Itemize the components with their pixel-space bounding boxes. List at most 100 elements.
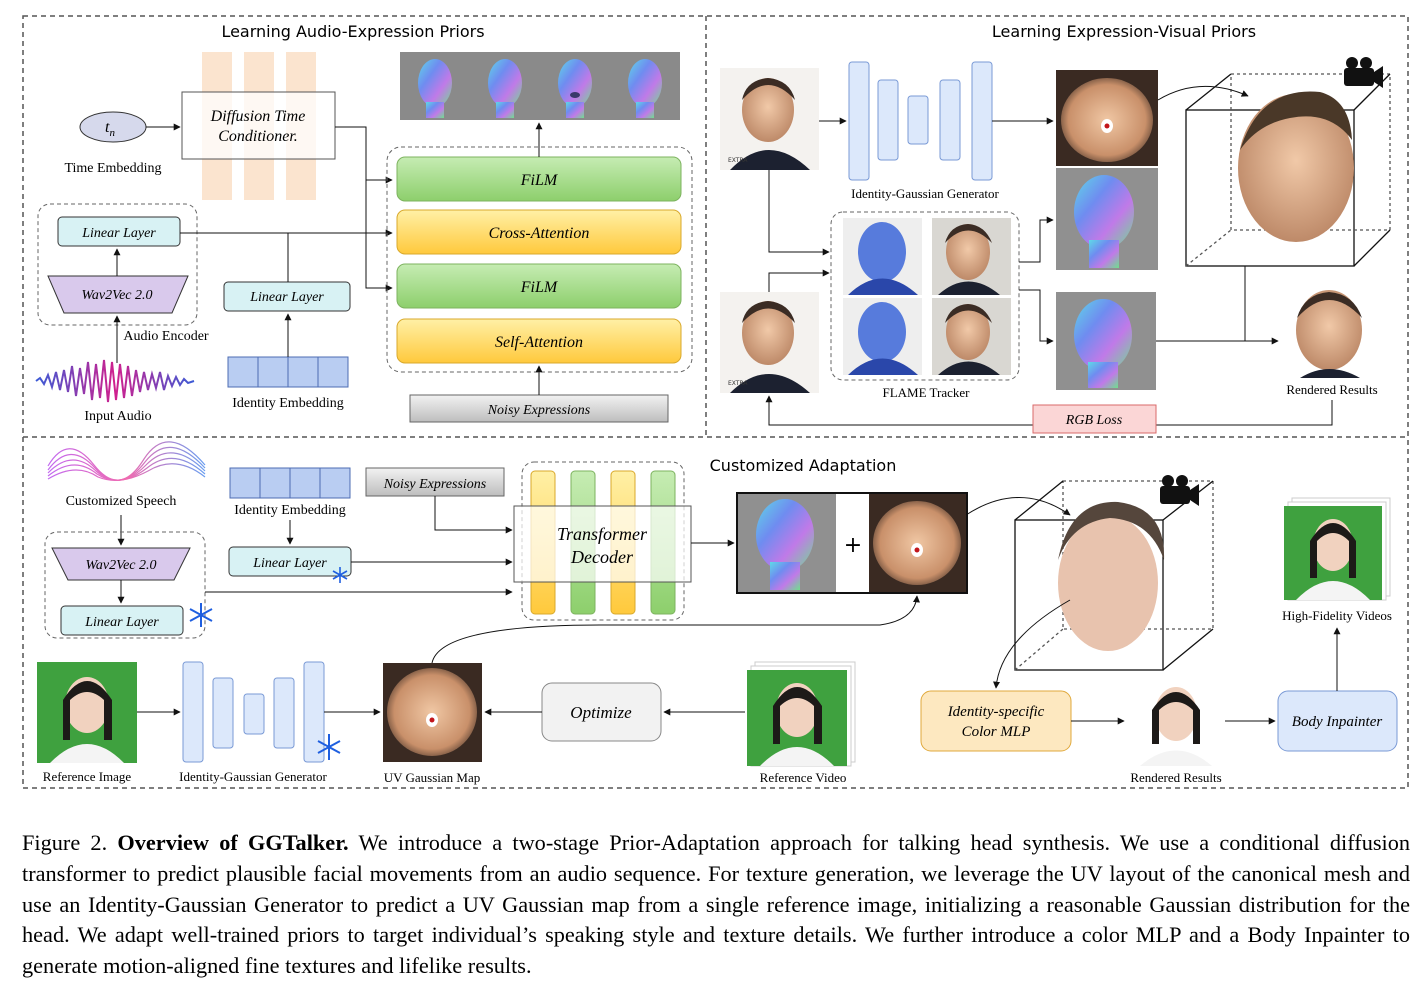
body-inpainter-label: Body Inpainter: [1292, 714, 1383, 730]
figure-caption: Figure 2. Overview of GGTalker. We intro…: [22, 828, 1410, 982]
tracker-frame-2: [932, 218, 1011, 295]
arrow-noisy-to-decoder: [434, 496, 513, 534]
arrow-tracker-to-normal-top: [1019, 216, 1054, 263]
uv-gaussian-map-top: [1056, 70, 1158, 166]
color-mlp-box: [920, 690, 1072, 752]
input-audio-label: Input Audio: [84, 409, 151, 424]
adaptation-linear-label: Linear Layer: [84, 615, 159, 630]
film-block-1-label: FiLM: [520, 172, 559, 189]
decoder-label-line1: Transformer: [557, 524, 648, 544]
arrow-outputs-to-cube: [965, 497, 1071, 516]
overview-figure: Learning Audio-Expression Priors Learnin…: [22, 15, 1409, 789]
rendered-results-label-top: Rendered Results: [1286, 382, 1377, 397]
adaptation-identity-linear-label: Linear Layer: [252, 556, 327, 571]
adaptation-identity-embedding-label: Identity Embedding: [234, 503, 346, 518]
customized-speech-label: Customized Speech: [66, 494, 177, 509]
audio-expression-panel: tn Time Embedding Diffusion Time Conditi…: [35, 52, 693, 424]
tracker-frame-1: [843, 218, 922, 295]
adaptation-encoder-group: [44, 531, 206, 639]
adaptation-uv-map: [869, 494, 966, 592]
adaptation-wav2vec-label: Wav2Vec 2.0: [85, 558, 156, 573]
normal-head-top: [1056, 168, 1158, 270]
normal-head-4: [628, 59, 662, 118]
svg-text:EXTRA: EXTRA: [728, 157, 748, 164]
adaptation-noisy-label: Noisy Expressions: [383, 477, 487, 492]
camera-icon-bottom: [1160, 475, 1199, 506]
high-fidelity-label: High-Fidelity Videos: [1282, 608, 1392, 623]
normal-head-1: [418, 59, 452, 118]
rgb-loss-label: RGB Loss: [1065, 413, 1123, 428]
high-fidelity-videos: [1284, 497, 1391, 601]
identity-embedding-cells: [227, 356, 349, 388]
color-mlp-label-line1: Identity-specific: [947, 704, 1045, 720]
uv-map-label: UV Gaussian Map: [384, 770, 481, 785]
section-title-expression-visual: Learning Expression-Visual Priors: [992, 22, 1256, 41]
audio-encoder-label: Audio Encoder: [123, 329, 208, 344]
arrow-conditioner-to-film2: [365, 180, 393, 292]
identity-embedding-label: Identity Embedding: [232, 396, 344, 411]
section-title-customized: Customized Adaptation: [710, 456, 897, 475]
reference-video: [747, 661, 856, 767]
snowflake-icon: [189, 603, 213, 627]
generator-top-label: Identity-Gaussian Generator: [851, 186, 999, 201]
arrow-uvmap-to-outputs: [431, 595, 920, 664]
adaptation-noisy-box: [365, 467, 505, 497]
identity-gaussian-generator-bottom: [182, 661, 325, 763]
portrait-input-1: EXTRA: [720, 68, 819, 170]
normal-head-2: [488, 59, 522, 118]
arrow-conditioner-to-film1: [335, 126, 393, 184]
film-block-2: [396, 263, 682, 309]
generator-bottom-label: Identity-Gaussian Generator: [179, 769, 327, 784]
self-attention-block: [396, 318, 682, 364]
film-block-2-label: FiLM: [520, 279, 559, 296]
diffusion-time-conditioner: [181, 91, 336, 160]
caption-title: Overview of GGTalker.: [117, 830, 349, 855]
wav2vec-label: Wav2Vec 2.0: [81, 288, 152, 303]
figure-frame: [22, 15, 1409, 789]
tracker-frame-4: [932, 298, 1011, 375]
conditioner-label-line1: Diffusion Time: [210, 108, 306, 125]
gaussian-head-render: [1238, 91, 1354, 242]
flame-tracker-label: FLAME Tracker: [882, 385, 970, 400]
linear-layer-label: Linear Layer: [81, 226, 156, 241]
arrow-portrait2-to-tracker: [768, 269, 830, 292]
camera-icon-top: [1344, 57, 1383, 88]
caption-body: We introduce a two-stage Prior-Adaptatio…: [22, 830, 1411, 979]
adaptation-wav2vec-box: [51, 547, 191, 581]
adaptation-normal-head: [738, 494, 836, 592]
arrow-cube-to-color-mlp: [993, 599, 1071, 689]
linear-layer-box: [57, 216, 181, 247]
svg-text:EXTRA: EXTRA: [728, 380, 748, 387]
conditioner-label-line2: Conditioner.: [218, 128, 298, 145]
customized-speech-wave: [47, 441, 206, 481]
portrait-input-2: EXTRA: [720, 292, 819, 393]
adaptation-linear-box: [60, 605, 184, 636]
tracker-frame-3: [843, 298, 922, 375]
uv-gaussian-map-bottom: [383, 663, 482, 762]
adaptation-head-render: [1058, 501, 1165, 651]
identity-gaussian-generator-top: [848, 61, 993, 181]
time-symbol: tn: [105, 119, 115, 139]
section-title-audio-expression: Learning Audio-Expression Priors: [221, 22, 484, 41]
wav2vec-box: [47, 275, 189, 314]
identity-linear-box: [223, 281, 351, 312]
normal-head-bottom: [1056, 292, 1156, 390]
snowflake-icon: [332, 567, 348, 583]
rendered-results-label-bottom: Rendered Results: [1130, 770, 1221, 785]
cross-attention-block: [396, 209, 682, 255]
decoder-label-line2: Decoder: [570, 547, 634, 567]
transformer-decoder-box: [513, 505, 692, 583]
normal-head-3: [558, 59, 592, 118]
arrow-uv-to-cube: [1157, 86, 1249, 101]
arrow-tracker-to-normal-bottom: [1019, 289, 1054, 345]
identity-linear-label: Linear Layer: [249, 290, 324, 305]
rendered-result-bottom: [1127, 676, 1225, 766]
cross-attention-label: Cross-Attention: [489, 225, 590, 242]
reference-image-label: Reference Image: [43, 769, 132, 784]
caption-label: Figure 2.: [22, 830, 108, 855]
adaptation-output-frame: [736, 492, 968, 594]
expression-output-strip: [400, 52, 680, 120]
optimize-label: Optimize: [570, 703, 632, 722]
customized-adaptation-panel: Customized Speech Wav2Vec 2.0 Linear Lay…: [37, 441, 1398, 785]
rendered-result-top: [1296, 290, 1362, 378]
